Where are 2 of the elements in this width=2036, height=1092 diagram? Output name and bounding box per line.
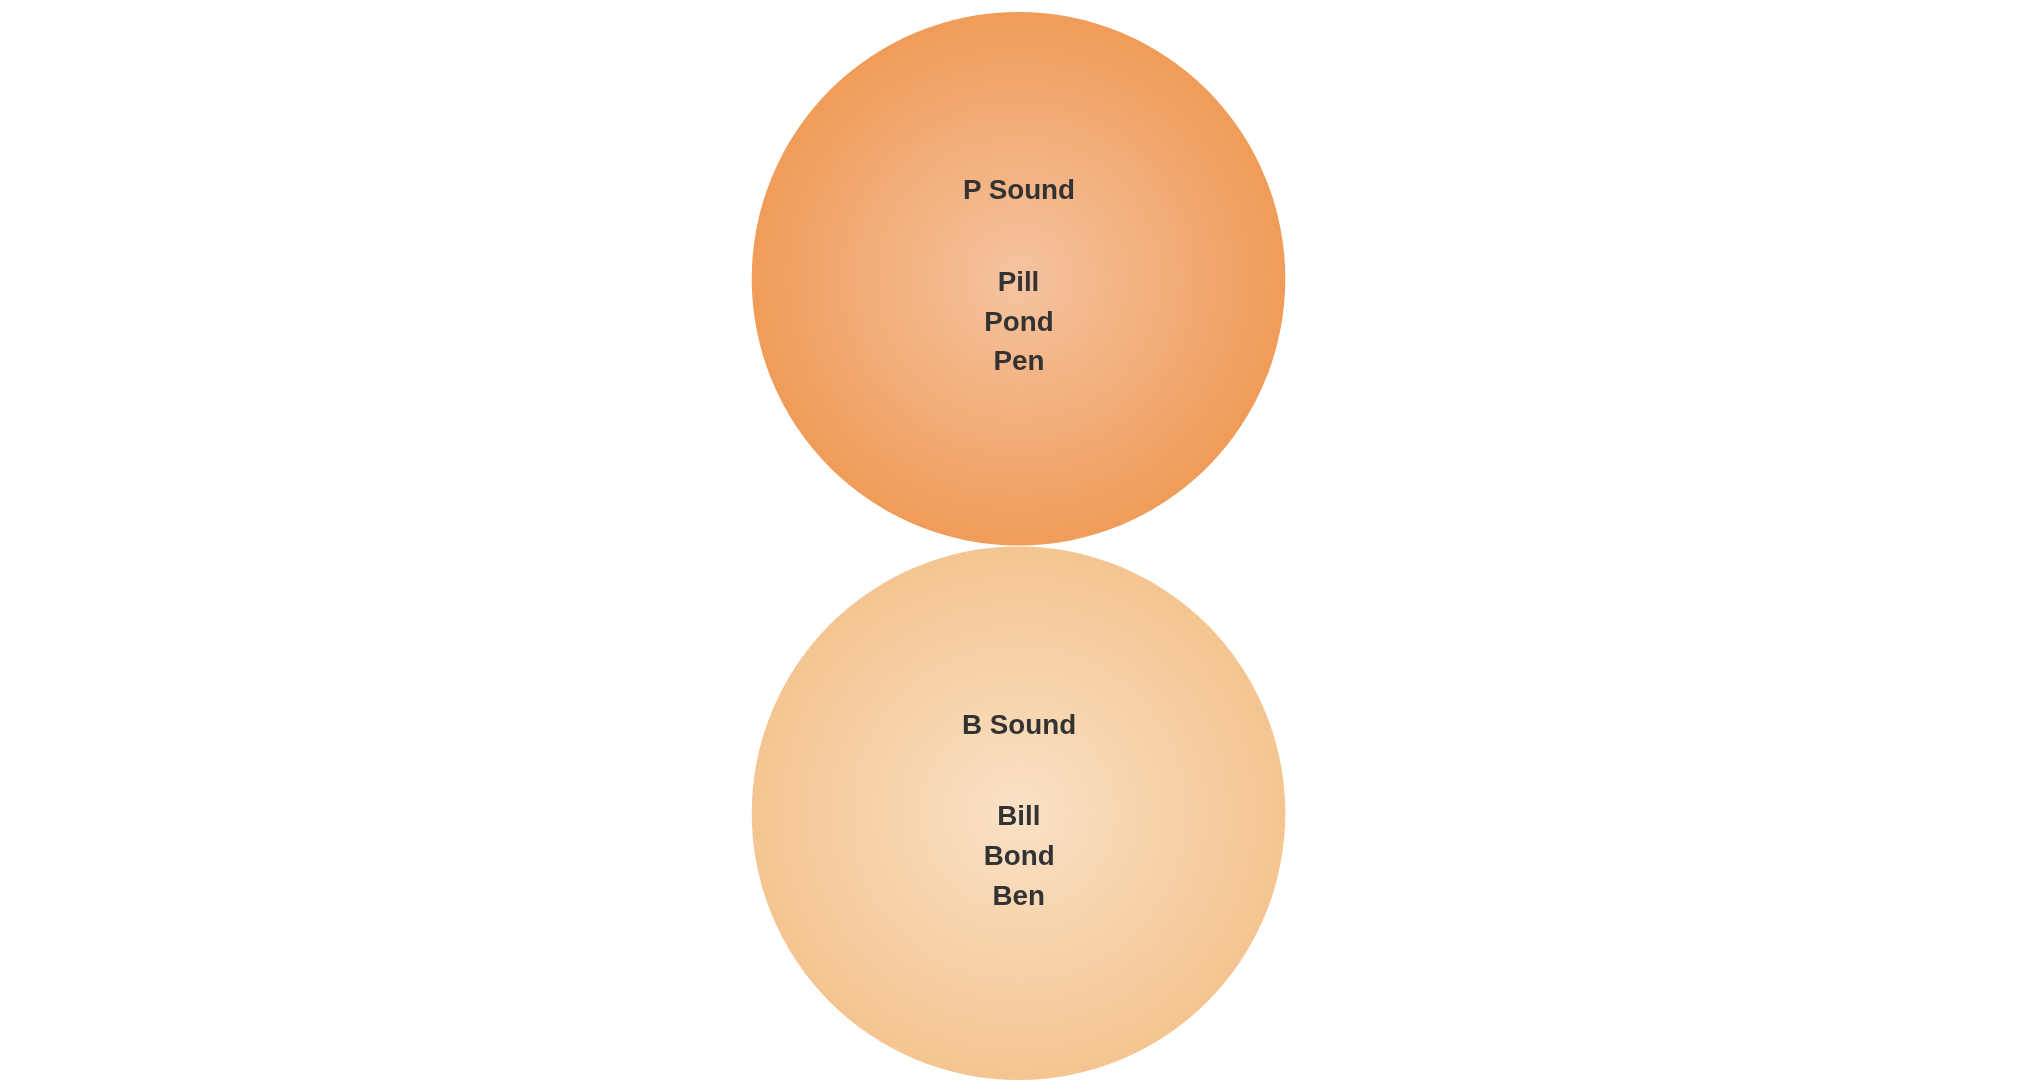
- node-circle: B Sound Bill Bond Ben: [751, 546, 1285, 1081]
- node-circle: P Sound Pill Pond Pen: [751, 11, 1285, 546]
